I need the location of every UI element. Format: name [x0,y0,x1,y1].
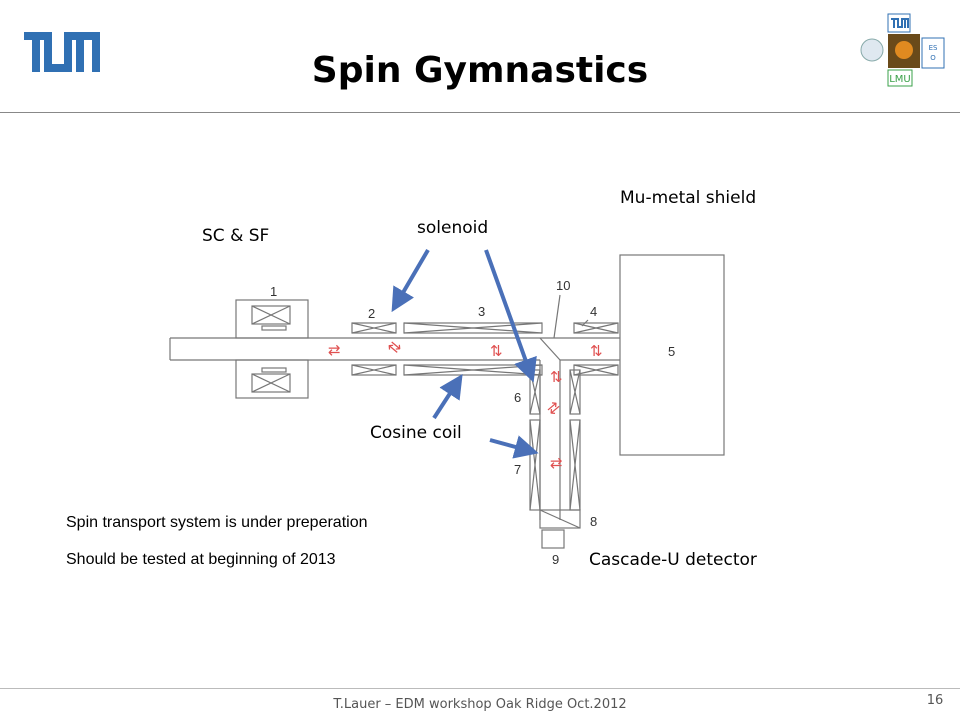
spin-arrow-icon: ⇅ [590,342,603,360]
spin-arrow-icon: ⇅ [490,342,503,360]
page-title: Spin Gymnastics [311,50,649,91]
pointer-arrow-icon [489,435,539,459]
spin-transport-diagram: 1 2 3 10 4 5 6 7 8 9 ⇄ ⇄ ⇅ ⇅ ⇅ ⇄ ⇄ [169,248,725,567]
part-number-8: 8 [590,514,597,529]
label-cosine-coil: Cosine coil [370,423,462,443]
note-line: Spin transport system is under preperati… [66,514,368,531]
svg-text:ES: ES [929,44,938,52]
label-sc-sf: SC & SF [202,226,270,246]
part-number-4: 4 [590,304,597,319]
part-number-2: 2 [368,306,375,321]
spin-arrow-icon: ⇅ [550,368,563,386]
footer-text: T.Lauer – EDM workshop Oak Ridge Oct.201… [333,697,627,712]
part-number-7: 7 [514,462,521,477]
label-solenoid: solenoid [417,218,489,238]
pointer-arrow-icon [484,249,537,383]
page-number: 16 [926,693,944,708]
part-number-6: 6 [514,390,521,405]
pointer-arrow-icon [432,373,463,420]
svg-text:O: O [930,54,936,62]
spin-arrow-icon: ⇄ [550,454,563,472]
label-cascade-detector: Cascade-U detector [589,550,757,570]
part-number-9: 9 [552,552,559,567]
svg-text:LMU: LMU [889,74,911,85]
footer-divider [0,688,960,689]
label-mu-metal-shield: Mu-metal shield [620,188,757,208]
spin-arrow-icon: ⇄ [384,336,406,358]
note-line: Should be tested at beginning of 2013 [66,551,336,568]
part-number-1: 1 [270,284,277,299]
spin-arrow-icon: ⇄ [328,341,341,359]
part-number-3: 3 [478,304,485,319]
part-number-5: 5 [668,344,675,359]
cluster-logo: ES O LMU [860,13,945,87]
tum-logo [24,32,100,72]
header-divider [0,112,960,113]
spin-arrow-icon: ⇄ [543,397,565,419]
part-number-10: 10 [556,278,570,293]
pointer-arrow-icon [391,248,430,313]
